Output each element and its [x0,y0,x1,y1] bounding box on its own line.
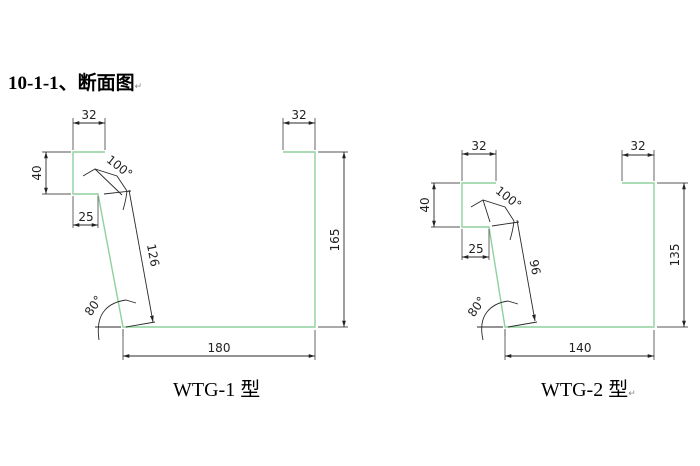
profile-outline-wtg-1 [72,151,316,328]
dim-right-height-wtg-2: 135 [657,182,688,328]
dim-bottom-width-wtg-2: 140 [504,330,655,360]
dim-label: 126 [144,243,162,268]
dim-label: 40 [418,197,432,212]
angle-top-wtg-1: 100° [82,152,135,211]
dim-label: 165 [328,229,342,252]
dim-top-left-flange-wtg-2: 32 [461,139,497,181]
profile-wtg-2: 32 40 25 100° 96 [418,139,688,360]
dim-left-lip-wtg-2: 40 [418,182,460,228]
dim-left-lip-wtg-1: 40 [30,151,71,195]
profile-outline-wtg-2 [461,182,655,328]
dim-label: 180 [208,341,231,355]
dim-label: 25 [78,210,93,224]
paragraph-mark-icon: ↵ [134,81,143,91]
dim-label: 32 [291,108,306,122]
caption-text: WTG-2 型 [541,379,629,401]
angle-top-wtg-2: 100° [470,183,524,241]
dim-label: 32 [471,139,486,153]
dim-label: 32 [81,108,96,122]
dim-bottom-width-wtg-1: 180 [122,330,316,360]
paragraph-mark-icon: ↵ [628,388,636,398]
caption-wtg-2: WTG-2 型↵ [541,373,636,402]
dim-label: 40 [30,165,44,180]
angle-bottom-wtg-2: 80° [465,294,519,341]
dim-top-right-flange-wtg-1: 32 [282,108,316,150]
section-heading-text: 10-1-1、断面图 [8,73,135,94]
dim-sloped-side-wtg-2: 96 [507,219,544,328]
caption-text: WTG-1 型 [173,379,261,401]
caption-wtg-1: WTG-1 型 [173,373,260,402]
section-heading: 10-1-1、断面图↵ [8,68,142,95]
angle-label: 100° [493,183,524,212]
dim-sloped-side-wtg-1: 126 [125,189,162,328]
dim-inner-return-wtg-1: 25 [72,196,99,228]
dim-label: 25 [468,242,483,256]
angle-bottom-wtg-1: 80° [82,293,137,341]
dim-top-left-flange-wtg-1: 32 [72,108,106,150]
angle-label: 100° [104,152,135,181]
dim-top-right-flange-wtg-2: 32 [621,139,655,181]
dim-label: 32 [630,139,645,153]
profile-wtg-1: 32 40 25 100° 126 [30,108,348,360]
dim-label: 140 [569,341,592,355]
dim-label: 135 [668,244,682,267]
dim-right-height-wtg-1: 165 [318,151,348,328]
dim-inner-return-wtg-2: 25 [461,229,490,260]
dim-label: 96 [527,258,544,276]
